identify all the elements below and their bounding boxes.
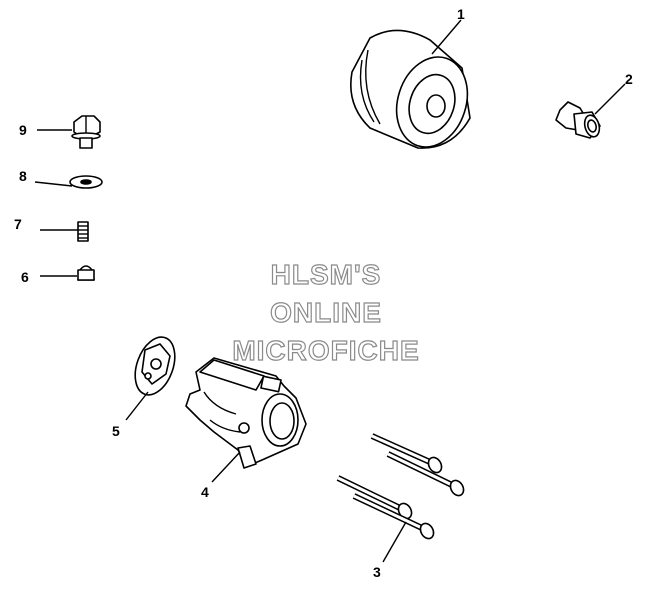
callout-8: 8 — [19, 168, 27, 184]
watermark-line-3: MICROFICHE — [232, 335, 419, 366]
callout-5: 5 — [112, 423, 120, 439]
callout-2: 2 — [625, 71, 633, 87]
callout-9: 9 — [19, 122, 27, 138]
part-2-fitting-icon[interactable] — [555, 101, 602, 139]
part-9-hex-bolt-icon[interactable] — [71, 115, 101, 149]
part-1-roller-cylinder-icon[interactable] — [350, 29, 479, 156]
bolt-a — [370, 433, 443, 474]
part-8-washer-icon[interactable] — [69, 175, 103, 189]
callout-3: 3 — [373, 564, 381, 580]
watermark: HLSM'S ONLINE MICROFICHE — [232, 258, 420, 366]
watermark-line-2: ONLINE — [270, 297, 382, 328]
bolt-b — [386, 451, 465, 497]
callout-6: 6 — [21, 269, 29, 285]
part-7-spring-icon[interactable] — [77, 221, 89, 242]
part-6-pin-icon[interactable] — [77, 265, 95, 281]
bolt-d — [352, 493, 435, 540]
callout-4: 4 — [201, 484, 209, 500]
callout-1: 1 — [457, 6, 465, 22]
part-5-rotor-gear-icon[interactable] — [128, 332, 182, 401]
part-3-bolts-icon[interactable] — [336, 433, 466, 541]
part-4-pump-housing-icon[interactable] — [185, 357, 307, 469]
bolt-c — [336, 475, 413, 520]
watermark-line-1: HLSM'S — [271, 259, 382, 290]
callout-7: 7 — [14, 216, 22, 232]
